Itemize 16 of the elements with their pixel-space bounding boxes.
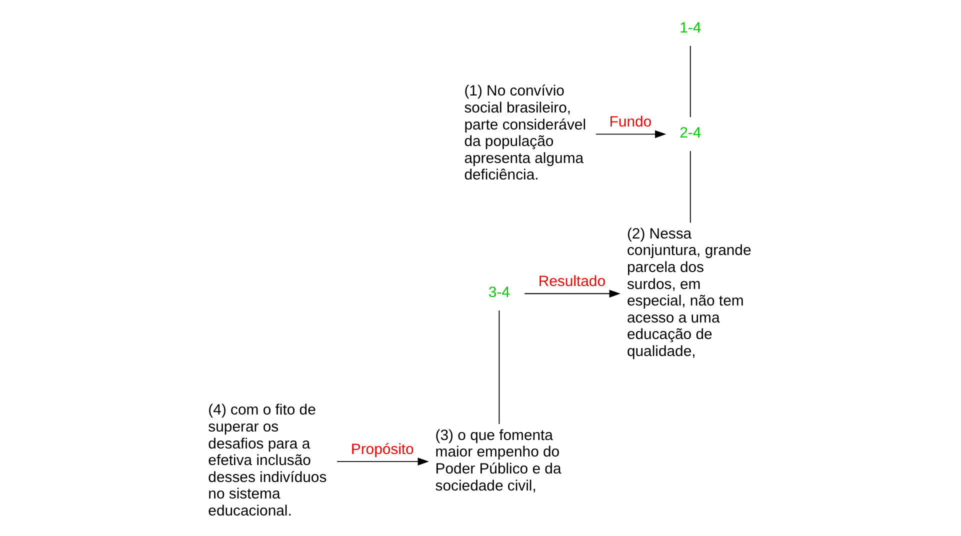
arrow [336,458,428,466]
arrow [594,130,666,138]
connector [689,150,690,224]
node-text: (3) o que fomenta maior empenho do Poder Público e da sociedade civil, [434,426,561,494]
node-text: 3-4 [488,284,510,302]
node-text: (2) Nessa conjuntura, grande parcela dos surdos, em especial, não tem acesso a uma educação de qualidade, [626,225,751,360]
edge-label: Propósito [350,440,414,458]
connector [689,45,690,118]
edge-label: Fundo [608,114,652,131]
node-text: 1-4 [679,19,701,36]
connector [498,310,500,425]
edge-label: Resultado [538,273,605,290]
node-text: (1) No convívio social brasileiro, parte considerável da população apresenta alguma deficiência. [464,82,586,184]
node-text: 2-4 [679,124,701,142]
arrow [524,290,620,298]
node-text: (4) com o fito de superar os desafios para a efetiva inclusão desses indivíduos no sistema educacional. [208,402,326,520]
